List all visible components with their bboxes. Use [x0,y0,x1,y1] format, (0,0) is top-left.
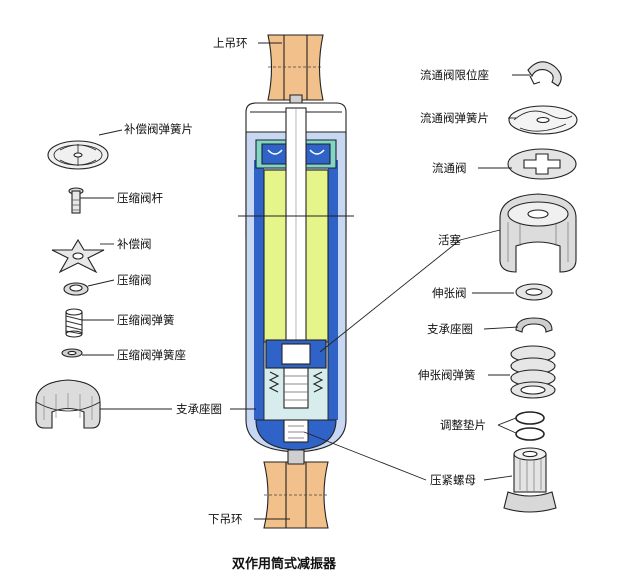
top-eye [267,34,324,109]
leader-lines [80,42,530,520]
lock-nut-part [503,447,557,513]
label-compression-valve: 压缩阀 [117,273,152,287]
label-comp-valve: 补偿阀 [117,237,152,251]
label-lock-nut: 压紧螺母 [430,473,476,487]
flow-spring-plate-part [508,105,578,135]
comp-valve-part [51,238,105,274]
support-seat-right-part [515,317,553,333]
label-comp-valve-spring: 压缩阀弹簧 [117,313,175,327]
shim-part [515,411,545,441]
label-rebound-valve: 伸张阀 [432,286,467,300]
label-rebound-spring: 伸张阀弹簧 [418,368,476,382]
comp-spring-plate-part [47,140,109,170]
figure-caption: 双作用筒式减振器 [232,556,337,572]
label-comp-spring-plate: 补偿阀弹簧片 [124,122,193,136]
comp-valve-stem-part [68,187,84,214]
support-seat-left-part [35,379,101,429]
label-flow-stop-seat: 流通阀限位座 [420,68,489,82]
bottom-eye [263,449,329,529]
label-comp-spring-seat: 压缩阀弹簧座 [117,348,186,362]
label-support-seat-left: 支承座圈 [176,402,222,416]
piston-part [499,193,577,273]
piston-assembly [265,339,327,409]
rebound-valve-part [515,283,553,301]
shock-absorber-body [238,34,354,529]
label-top-eye: 上吊环 [213,36,248,50]
label-bottom-eye: 下吊环 [208,512,243,526]
rebound-spring-part [510,345,556,399]
flow-valve-part [507,148,577,180]
flow-stop-seat-part [527,61,562,87]
label-support-seat-right: 支承座圈 [427,322,473,336]
comp-spring-seat-part [61,348,83,358]
label-shim: 调整垫片 [440,418,486,432]
label-piston: 活塞 [438,233,461,247]
label-comp-valve-stem: 压缩阀杆 [117,191,163,205]
compression-valve-part [63,282,89,296]
label-flow-spring-plate: 流通阀弹簧片 [420,111,489,125]
label-flow-valve: 流通阀 [432,161,467,175]
comp-valve-spring-part [65,308,83,338]
